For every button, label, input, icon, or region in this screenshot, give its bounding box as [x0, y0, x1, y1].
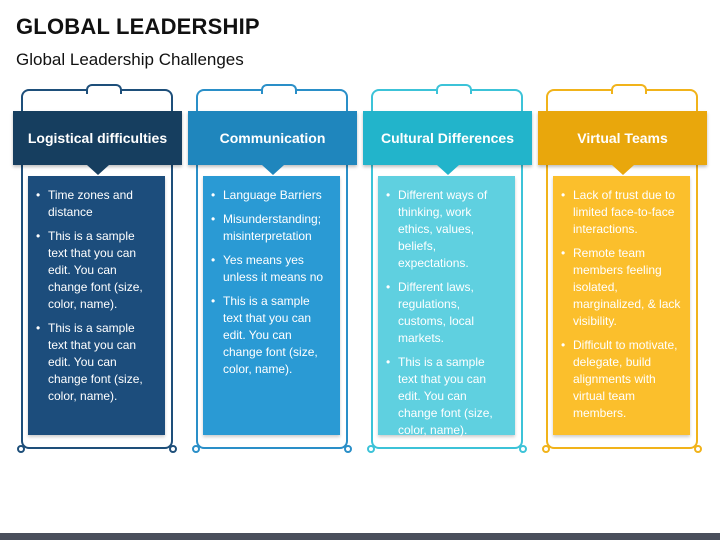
column-header: Cultural Differences	[363, 111, 532, 165]
bullet-item: Lack of trust due to limited face-to-fac…	[561, 187, 682, 238]
bullet-item: This is a sample text that you can edit.…	[36, 320, 157, 405]
frame-dot-left	[17, 445, 25, 453]
column-header: Communication	[188, 111, 357, 165]
frame-dot-right	[344, 445, 352, 453]
column-body: Language Barriers Misunderstanding; misi…	[203, 176, 340, 435]
column-virtual-teams: Virtual Teams Lack of trust due to limit…	[538, 84, 719, 458]
frame-dot-right	[519, 445, 527, 453]
bullet-item: Different ways of thinking, work ethics,…	[386, 187, 507, 272]
footer-bar	[0, 533, 720, 540]
frame-tab	[261, 84, 297, 94]
frame-tab	[611, 84, 647, 94]
bullet-list: Language Barriers Misunderstanding; misi…	[211, 187, 332, 378]
bullet-item: Different laws, regulations, customs, lo…	[386, 279, 507, 347]
bullet-item: Time zones and distance	[36, 187, 157, 221]
page-title: GLOBAL LEADERSHIP	[16, 14, 260, 39]
bullet-list: Lack of trust due to limited face-to-fac…	[561, 187, 682, 422]
frame-dot-right	[694, 445, 702, 453]
frame-dot-left	[542, 445, 550, 453]
bullet-list: Different ways of thinking, work ethics,…	[386, 187, 507, 439]
frame-dot-right	[169, 445, 177, 453]
column-header: Logistical difficulties	[13, 111, 182, 165]
bullet-list: Time zones and distance This is a sample…	[36, 187, 157, 405]
column-cultural-differences: Cultural Differences Different ways of t…	[363, 84, 544, 458]
page-subtitle: Global Leadership Challenges	[16, 50, 244, 69]
column-body: Time zones and distance This is a sample…	[28, 176, 165, 435]
bullet-item: Remote team members feeling isolated, ma…	[561, 245, 682, 330]
bullet-item: Difficult to motivate, delegate, build a…	[561, 337, 682, 422]
column-body: Different ways of thinking, work ethics,…	[378, 176, 515, 437]
frame-tab	[436, 84, 472, 94]
bullet-item: Language Barriers	[211, 187, 332, 204]
frame-tab	[86, 84, 122, 94]
column-communication: Communication Language Barriers Misunder…	[188, 84, 369, 458]
frame-dot-left	[192, 445, 200, 453]
bullet-item: This is a sample text that you can edit.…	[211, 293, 332, 378]
bullet-item: This is a sample text that you can edit.…	[36, 228, 157, 313]
frame-dot-left	[367, 445, 375, 453]
column-logistical-difficulties: Logistical difficulties Time zones and d…	[13, 84, 194, 458]
column-header: Virtual Teams	[538, 111, 707, 165]
column-body: Lack of trust due to limited face-to-fac…	[553, 176, 690, 435]
bullet-item: Yes means yes unless it means no	[211, 252, 332, 286]
bullet-item: Misunderstanding; misinterpretation	[211, 211, 332, 245]
bullet-item: This is a sample text that you can edit.…	[386, 354, 507, 439]
